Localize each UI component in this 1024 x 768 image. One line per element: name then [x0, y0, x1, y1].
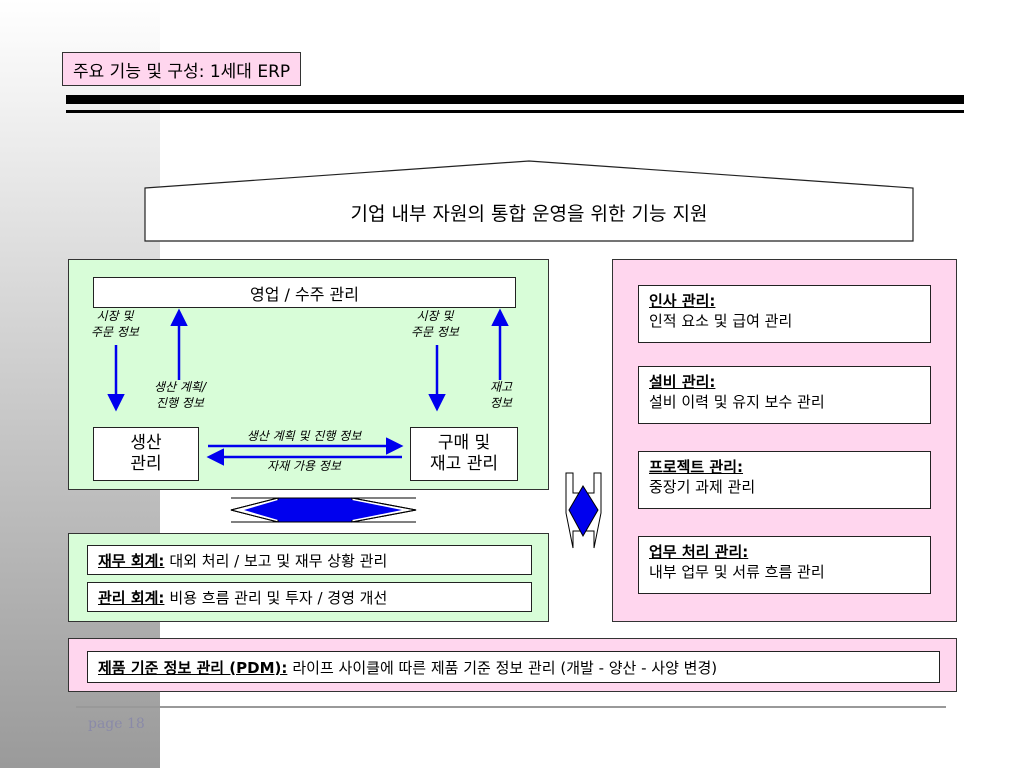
left-plan-label-1: 생산 계획/	[153, 380, 207, 394]
material-availability-label: 자재 가용 정보	[267, 459, 341, 473]
left-market-label: 시장 및 주문 정보	[78, 308, 152, 340]
double-arrow-vertical	[565, 472, 602, 549]
workflow-heading: 업무 처리 관리:	[649, 543, 749, 561]
double-arrow-horizontal	[230, 497, 417, 523]
left-market-label-2: 주문 정보	[91, 325, 139, 340]
pdm-detail: 라이프 사이클에 따른 제품 기준 정보 관리 (개발 - 양산 - 사양 변경…	[292, 658, 718, 677]
management-heading: 관리 회계:	[98, 588, 165, 607]
footer-rule	[76, 706, 946, 708]
purchase-label-2: 재고 관리	[430, 454, 498, 474]
right-stock-label-1: 재고	[489, 380, 513, 394]
production-label-2: 관리	[130, 454, 162, 474]
production-label-1: 생산	[130, 432, 162, 453]
financial-heading: 재무 회계:	[98, 551, 165, 570]
purchase-label-1: 구매 및	[437, 432, 491, 453]
slide-title: 주요 기능 및 구성: 1세대 ERP	[62, 52, 302, 86]
sales-order-box: 영업 / 수주 관리	[93, 277, 516, 308]
right-stock-label: 재고 정보	[476, 379, 526, 411]
facility-management-box: 설비 관리: 설비 이력 및 유지 보수 관리	[638, 366, 931, 424]
management-detail: 비용 흐름 관리 및 투자 / 경영 개선	[169, 588, 388, 607]
sales-order-label: 영업 / 수주 관리	[250, 284, 359, 304]
left-market-label-1: 시장 및	[96, 309, 134, 323]
management-accounting-box: 관리 회계: 비용 흐름 관리 및 투자 / 경영 개선	[87, 582, 532, 612]
right-market-label-1: 시장 및	[416, 309, 454, 323]
production-box: 생산 관리	[93, 427, 199, 481]
project-heading: 프로젝트 관리:	[649, 458, 744, 476]
purchase-inventory-box: 구매 및 재고 관리	[410, 427, 518, 481]
hr-heading: 인사 관리:	[649, 292, 716, 310]
hr-detail: 인적 요소 및 급여 관리	[649, 312, 793, 331]
banner-pentagon	[144, 160, 914, 242]
left-plan-label-2: 진행 정보	[156, 396, 204, 411]
project-detail: 중장기 과제 관리	[649, 478, 756, 497]
workflow-management-box: 업무 처리 관리: 내부 업무 및 서류 흐름 관리	[638, 536, 931, 594]
pdm-box: 제품 기준 정보 관리 (PDM): 라이프 사이클에 따른 제품 기준 정보 …	[87, 651, 940, 683]
financial-detail: 대외 처리 / 보고 및 재무 상황 관리	[169, 551, 388, 570]
hr-management-box: 인사 관리: 인적 요소 및 급여 관리	[638, 285, 931, 343]
financial-accounting-box: 재무 회계: 대외 처리 / 보고 및 재무 상황 관리	[87, 545, 532, 575]
page-number: page 18	[88, 716, 145, 732]
plan-progress-label: 생산 계획 및 진행 정보	[246, 429, 362, 443]
pdm-heading: 제품 기준 정보 관리 (PDM):	[98, 658, 288, 677]
title-rule-thick	[66, 95, 964, 104]
left-plan-label: 생산 계획/ 진행 정보	[130, 379, 230, 411]
banner-text: 기업 내부 자원의 통합 운영을 위한 기능 지원	[350, 202, 708, 225]
slide-title-text: 주요 기능 및 구성: 1세대 ERP	[73, 61, 291, 82]
facility-detail: 설비 이력 및 유지 보수 관리	[649, 393, 825, 412]
workflow-detail: 내부 업무 및 서류 흐름 관리	[649, 563, 825, 582]
facility-heading: 설비 관리:	[649, 373, 716, 391]
right-stock-label-2: 정보	[489, 396, 513, 411]
right-market-label: 시장 및 주문 정보	[398, 308, 472, 340]
right-market-label-2: 주문 정보	[411, 325, 459, 340]
title-rule-thin	[66, 110, 964, 113]
project-management-box: 프로젝트 관리: 중장기 과제 관리	[638, 451, 931, 509]
